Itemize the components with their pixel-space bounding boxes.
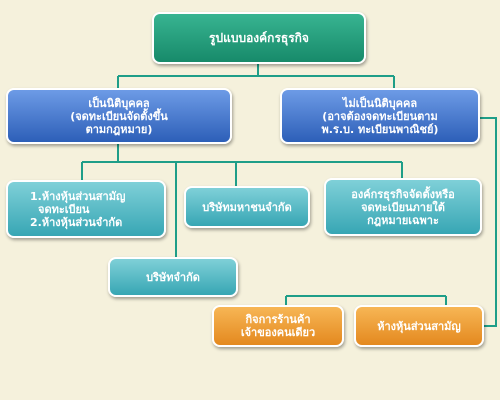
node-special-law-organization: องค์กรธุรกิจจัดตั้งหรือ จดทะเบียนภายใต้ … [324, 178, 482, 236]
node-registered-partnership-line-1: 1.ห้างหุ้นส่วนสามัญ [30, 189, 126, 203]
node-sole-proprietorship-line-1: กิจการร้านค้า [245, 313, 311, 326]
node-non-juristic-person-line-3: พ.ร.บ. ทะเบียนพาณิชย์) [321, 122, 439, 136]
node-non-juristic-person-line-2: (อาจต้องจดทะเบียนตาม [322, 109, 438, 123]
node-special-law-organization-line-1: องค์กรธุรกิจจัดตั้งหรือ [351, 187, 455, 201]
node-non-juristic-person: ไม่เป็นนิติบุคคล (อาจต้องจดทะเบียนตาม พ.… [280, 88, 480, 144]
node-business-forms: รูปแบบองค์กรธุรกิจ [152, 12, 366, 64]
node-public-company-line-1: บริษัทมหาชนจำกัด [202, 200, 292, 214]
node-business-forms-line-1: รูปแบบองค์กรธุรกิจ [209, 30, 309, 45]
node-special-law-organization-line-2: จดทะเบียนภายใต้ [361, 200, 445, 214]
node-special-law-organization-line-3: กฎหมายเฉพาะ [367, 213, 439, 227]
node-non-juristic-person-line-1: ไม่เป็นนิติบุคคล [342, 96, 418, 110]
node-juristic-person-line-1: เป็นนิติบุคคล [88, 96, 150, 110]
node-ordinary-partnership: ห้างหุ้นส่วนสามัญ [354, 305, 484, 347]
connector-non-juristic-right [480, 117, 497, 327]
node-juristic-person-line-2: (จดทะเบียนจัดตั้งขึ้น [70, 109, 168, 123]
node-registered-partnership: 1.ห้างหุ้นส่วนสามัญ จดทะเบียน 2.ห้างหุ้น… [6, 180, 166, 238]
node-registered-partnership-line-3: 2.ห้างหุ้นส่วนจำกัด [30, 215, 123, 229]
node-ordinary-partnership-line-1: ห้างหุ้นส่วนสามัญ [377, 319, 461, 333]
node-sole-proprietorship: กิจการร้านค้า เจ้าของคนเดียว [212, 305, 344, 347]
node-limited-company-line-1: บริษัทจำกัด [146, 270, 200, 284]
node-public-company: บริษัทมหาชนจำกัด [184, 186, 310, 228]
node-sole-proprietorship-line-2: เจ้าของคนเดียว [240, 326, 316, 339]
node-juristic-person: เป็นนิติบุคคล (จดทะเบียนจัดตั้งขึ้น ตามก… [6, 88, 232, 144]
node-juristic-person-line-3: ตามกฎหมาย) [85, 122, 153, 136]
node-registered-partnership-line-2: จดทะเบียน [38, 202, 90, 216]
node-limited-company: บริษัทจำกัด [108, 257, 238, 297]
